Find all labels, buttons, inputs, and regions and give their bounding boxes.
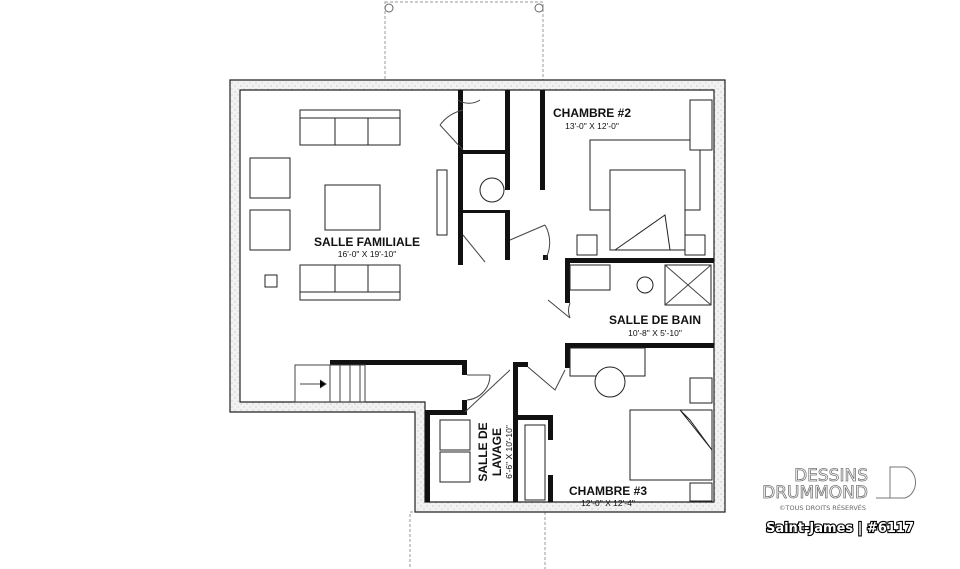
room-size-chambre-3: 12'-0" X 12'-4" <box>581 498 635 508</box>
room-name-salle-familiale: SALLE FAMILIALE <box>314 235 420 249</box>
room-size-chambre-2: 13'-0" X 12'-0" <box>565 121 619 131</box>
room-name-salle-de-lavage-2: LAVAGE <box>490 428 504 476</box>
rear-porch <box>409 511 546 569</box>
room-name-salle-de-bain: SALLE DE BAIN <box>609 313 701 327</box>
room-size-salle-de-lavage: 6'-6" X 10'-10" <box>504 425 514 479</box>
doors <box>439 99 571 413</box>
room-size-salle-familiale: 16'-0" X 19'-10" <box>338 249 396 259</box>
copyright-text: ©TOUS DROITS RÉSERVÉS <box>779 503 866 512</box>
interior-walls <box>330 90 714 502</box>
room-name-chambre-2: CHAMBRE #2 <box>553 106 631 120</box>
svg-text:DRUMMOND: DRUMMOND <box>762 483 868 503</box>
room-name-chambre-3: CHAMBRE #3 <box>569 484 647 498</box>
svg-text:DESSINS: DESSINS <box>794 466 868 486</box>
furniture <box>249 99 713 502</box>
plan-name: Saint-James | #6117 <box>766 521 914 536</box>
room-name-salle-de-lavage-1: SALLE DE <box>476 422 490 481</box>
dessins-drummond-logo: DESSINS DRUMMOND ©TOUS DROITS RÉSERVÉS <box>762 466 916 512</box>
staircase <box>294 364 366 403</box>
front-porch <box>384 1 544 81</box>
room-size-salle-de-bain: 10'-8" X 5'-10" <box>628 328 682 338</box>
